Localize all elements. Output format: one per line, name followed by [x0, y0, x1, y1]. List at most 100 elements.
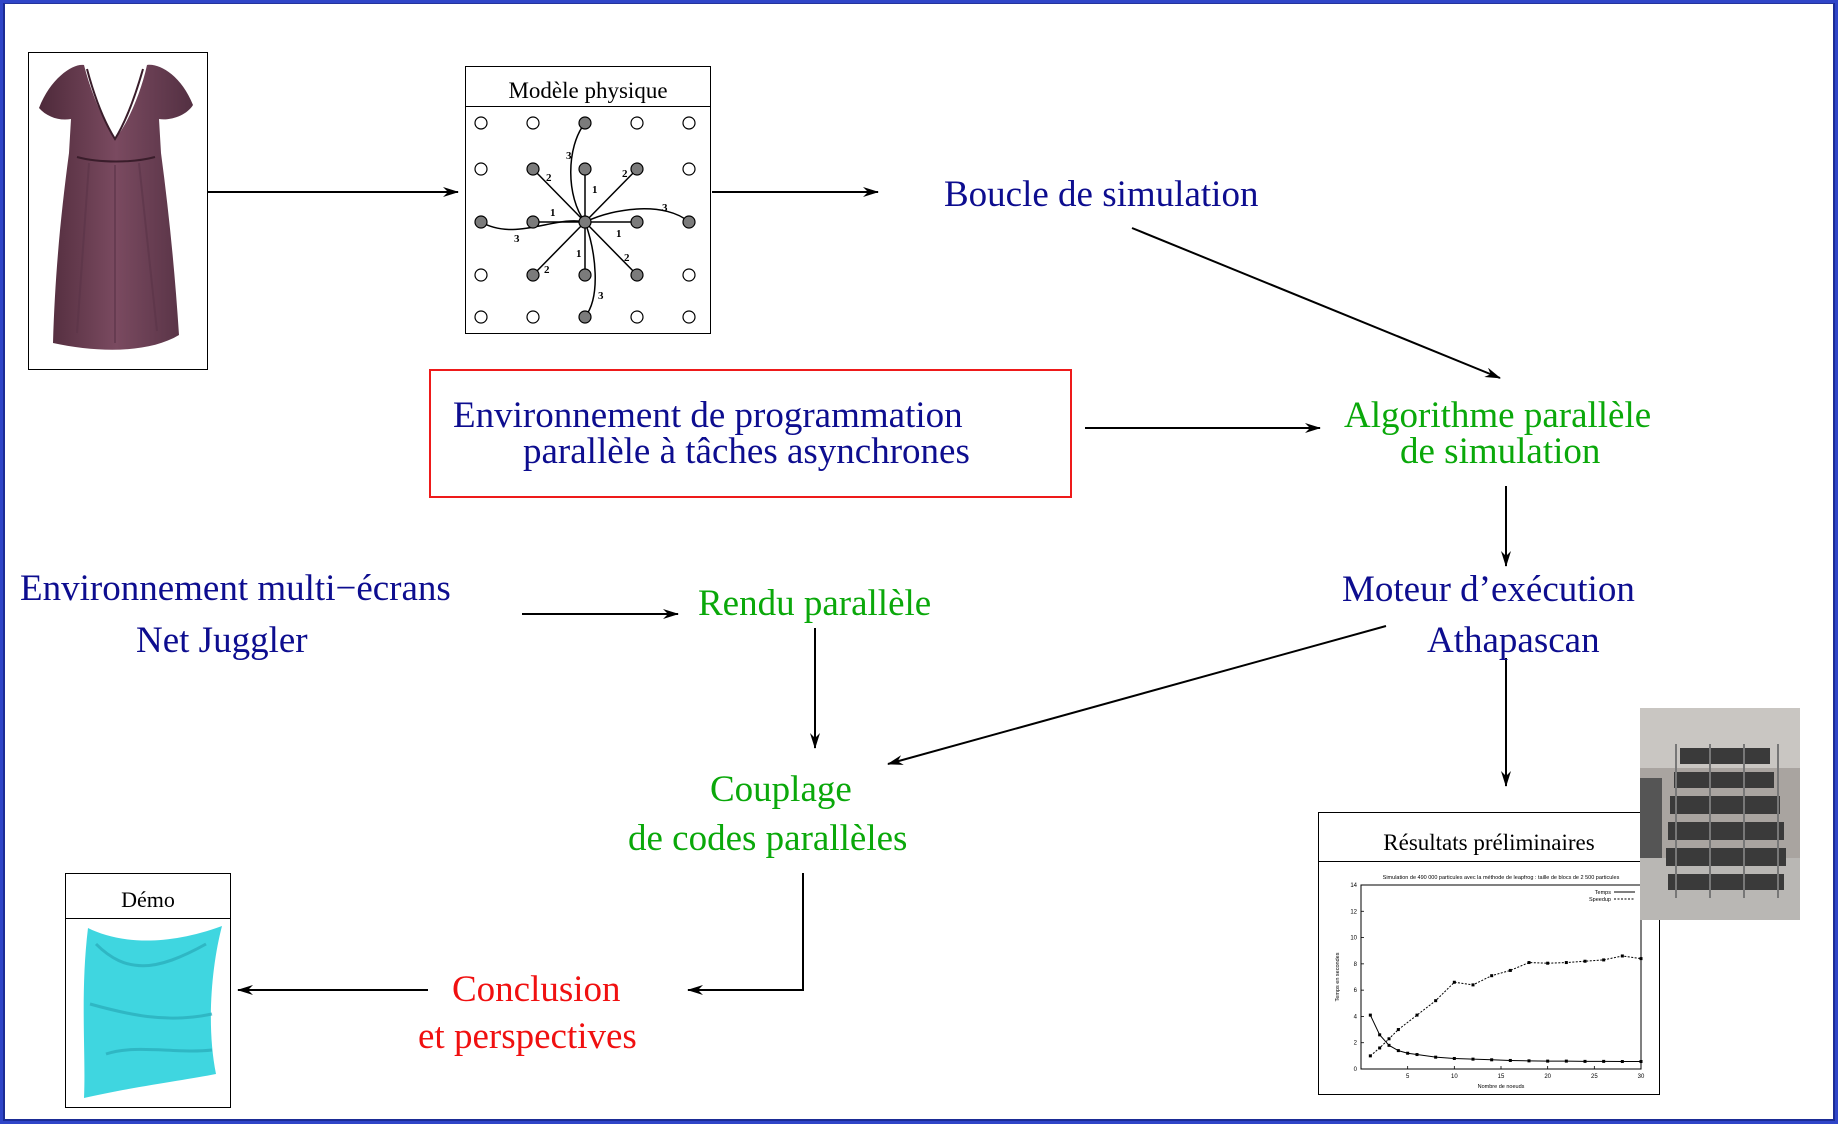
data-point-temps — [1602, 1059, 1606, 1063]
model-edge-label: 3 — [598, 290, 604, 302]
data-point-speedup — [1508, 968, 1512, 972]
data-point-speedup — [1471, 983, 1475, 987]
data-point-temps — [1546, 1059, 1550, 1063]
data-point-temps — [1471, 1057, 1475, 1061]
model-particle-active — [630, 162, 644, 176]
x-tick-label: 15 — [1498, 1074, 1505, 1080]
model-particle-active — [474, 215, 488, 229]
model-edge-label: 1 — [592, 184, 598, 196]
data-point-speedup — [1434, 999, 1438, 1003]
y-tick-label: 6 — [1354, 988, 1358, 994]
model-particle — [630, 116, 644, 130]
series-line-speedup — [1370, 955, 1642, 1057]
model-edge-label: 3 — [662, 202, 668, 214]
data-point-speedup — [1602, 958, 1606, 962]
data-point-speedup — [1639, 957, 1643, 961]
data-point-temps — [1434, 1055, 1438, 1059]
data-point-temps — [1583, 1059, 1587, 1063]
model-title: Modèle physique — [508, 78, 668, 103]
demo-box: Démo — [65, 873, 231, 1108]
node-couplage-line1: Couplage — [710, 769, 852, 810]
model-particle — [526, 116, 540, 130]
model-particle-active — [526, 215, 540, 229]
model-particle — [682, 116, 696, 130]
data-point-speedup — [1527, 961, 1531, 965]
results-box: Résultats préliminaires Simulation de 49… — [1318, 812, 1660, 1095]
x-axis-label: Nombre de noeuds — [1478, 1084, 1525, 1090]
data-point-temps — [1452, 1056, 1456, 1060]
model-particle — [474, 310, 488, 324]
y-tick-label: 14 — [1350, 883, 1357, 889]
data-point-temps — [1490, 1058, 1494, 1062]
x-tick-label: 10 — [1451, 1074, 1458, 1080]
node-couplage-line2: de codes parallèles — [628, 818, 908, 859]
data-point-temps — [1508, 1058, 1512, 1062]
legend-label: Speedup — [1589, 897, 1611, 903]
data-point-temps — [1378, 1033, 1382, 1037]
model-edge-label: 1 — [550, 207, 556, 219]
model-particle-active — [578, 162, 592, 176]
data-point-speedup — [1452, 980, 1456, 984]
data-point-speedup — [1620, 954, 1624, 958]
node-env-programmation-line1: Environnement de programmation — [453, 395, 963, 436]
model-particle — [474, 162, 488, 176]
node-algorithme-line2: de simulation — [1400, 431, 1601, 472]
data-point-temps — [1368, 1013, 1372, 1017]
x-tick-label: 30 — [1638, 1074, 1645, 1080]
x-tick-label: 5 — [1406, 1074, 1410, 1080]
data-point-temps — [1564, 1059, 1568, 1063]
node-conclusion-line2: et perspectives — [418, 1016, 637, 1057]
data-point-temps — [1527, 1059, 1531, 1063]
x-tick-label: 25 — [1591, 1074, 1598, 1080]
data-point-temps — [1396, 1049, 1400, 1053]
legend-label: Temps — [1595, 890, 1611, 896]
chart-title: Simulation de 490 000 particules avec la… — [1383, 875, 1620, 881]
data-point-speedup — [1583, 959, 1587, 963]
arrow-couplage-to-conclusion — [687, 873, 804, 995]
results-title: Résultats préliminaires — [1383, 830, 1595, 855]
model-edge — [584, 168, 638, 223]
model-edge-label: 2 — [624, 252, 630, 264]
model-particle — [630, 310, 644, 324]
node-algorithme-line1: Algorithme parallèle — [1344, 395, 1652, 436]
arrow-boucle-to-algo — [1131, 227, 1501, 379]
model-edge-label: 2 — [622, 168, 628, 180]
model-particle-active — [526, 268, 540, 282]
data-point-speedup — [1564, 961, 1568, 965]
y-axis-label: Temps en secondes — [1335, 952, 1341, 1001]
model-edge — [584, 208, 690, 223]
data-point-speedup — [1378, 1046, 1382, 1050]
cloth-demo-icon — [83, 926, 222, 1098]
x-tick-label: 20 — [1544, 1074, 1551, 1080]
model-particle-active — [578, 268, 592, 282]
data-point-speedup — [1415, 1013, 1419, 1017]
data-point-temps — [1387, 1043, 1391, 1047]
data-point-speedup — [1490, 974, 1494, 978]
data-point-temps — [1406, 1051, 1410, 1055]
model-particle — [682, 162, 696, 176]
node-multi-ecrans-line2: Net Juggler — [136, 620, 308, 661]
model-edge-label: 1 — [576, 248, 582, 260]
model-edge-label: 1 — [616, 228, 622, 240]
model-particle — [474, 116, 488, 130]
y-tick-label: 12 — [1350, 909, 1357, 915]
arrow-moteur-to-couplage — [887, 625, 1387, 765]
model-particle — [682, 310, 696, 324]
data-point-temps — [1620, 1060, 1624, 1064]
y-tick-label: 10 — [1350, 936, 1357, 942]
y-tick-label: 2 — [1354, 1041, 1358, 1047]
series-line-temps — [1369, 1014, 1641, 1063]
model-particle-active — [578, 310, 592, 324]
node-boucle-simulation: Boucle de simulation — [944, 174, 1259, 215]
node-conclusion-line1: Conclusion — [452, 969, 621, 1010]
model-edge-label: 2 — [546, 172, 552, 184]
node-env-programmation-line2: parallèle à tâches asynchrones — [523, 431, 970, 472]
node-multi-ecrans-line1: Environnement multi−écrans — [20, 568, 451, 609]
chart-plot-area — [1360, 884, 1642, 1070]
data-point-speedup — [1546, 961, 1550, 965]
y-tick-label: 8 — [1354, 962, 1358, 968]
data-point-speedup — [1387, 1037, 1391, 1041]
